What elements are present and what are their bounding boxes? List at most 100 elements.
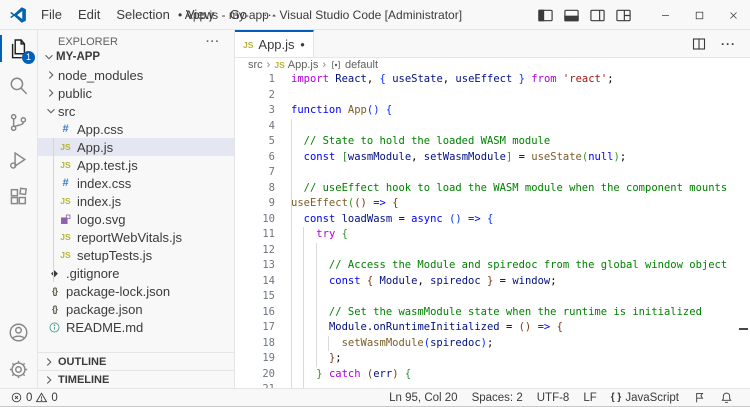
maximize-button[interactable] <box>682 0 716 30</box>
code-line[interactable]: 18 setWasmModule(spiredoc); <box>235 336 750 352</box>
customize-layout-icon[interactable] <box>615 7 632 24</box>
tree-item-readme-md[interactable]: README.md <box>38 318 234 336</box>
breadcrumb-default[interactable]: default <box>330 59 378 71</box>
code-line[interactable]: 12 <box>235 243 750 259</box>
code-line[interactable]: 14 const { Module, spiredoc } = window; <box>235 274 750 290</box>
tree-item-package-json[interactable]: {}package.json <box>38 300 234 318</box>
more-actions-icon[interactable]: ··· <box>721 36 736 51</box>
activity-settings[interactable] <box>0 351 37 388</box>
status-eol[interactable]: LF <box>576 389 603 407</box>
toggle-panel-icon[interactable] <box>563 7 580 24</box>
line-number[interactable]: 9 <box>268 197 275 209</box>
line-number[interactable]: 18 <box>262 336 275 349</box>
breadcrumb-src[interactable]: src <box>248 59 263 71</box>
code-line[interactable]: 4 <box>235 119 750 135</box>
line-number[interactable]: 20 <box>262 367 275 380</box>
code-line[interactable]: 19 }; <box>235 351 750 367</box>
tree-item-src[interactable]: src <box>38 102 234 120</box>
line-number[interactable]: 6 <box>268 150 275 163</box>
line-number[interactable]: 19 <box>262 352 275 364</box>
minimize-button[interactable] <box>648 0 682 30</box>
code-token <box>291 151 304 163</box>
line-number[interactable]: 16 <box>262 305 275 318</box>
menu-file[interactable]: File <box>41 6 62 22</box>
toggle-primary-sidebar-icon[interactable] <box>537 7 554 24</box>
code-line[interactable]: 6 const [wasmModule, setWasmModule] = us… <box>235 150 750 166</box>
line-number[interactable]: 13 <box>262 259 275 271</box>
menu-go[interactable]: Go <box>229 6 248 22</box>
code-line[interactable]: 2 <box>235 88 750 104</box>
split-editor-icon[interactable] <box>691 36 707 52</box>
line-number[interactable]: 17 <box>262 321 275 333</box>
tree-item-node-modules[interactable]: node_modules <box>38 66 234 84</box>
line-number[interactable]: 3 <box>268 104 275 116</box>
code-line[interactable]: 11 try { <box>235 227 750 243</box>
activity-extensions[interactable] <box>0 178 37 215</box>
code-line[interactable]: 17 Module.onRuntimeInitialized = () => { <box>235 320 750 336</box>
section-timeline[interactable]: TIMELINE <box>38 370 234 388</box>
section-outline[interactable]: OUTLINE <box>38 352 234 370</box>
code-line[interactable]: 7 <box>235 165 750 181</box>
code-line[interactable]: 13 // Access the Module and spiredoc fro… <box>235 258 750 274</box>
tree-item-gitignore[interactable]: ◆.gitignore <box>38 264 234 282</box>
status-label: LF <box>583 391 597 404</box>
modified-dot-icon[interactable]: ● <box>300 40 305 49</box>
line-number[interactable]: 14 <box>262 274 275 287</box>
menu-selection[interactable]: Selection <box>116 6 170 22</box>
code-line[interactable]: 5 // State to hold the loaded WASM modul… <box>235 134 750 150</box>
activity-run-debug[interactable] <box>0 141 37 178</box>
status-language-mode[interactable]: { }JavaScript <box>604 389 686 407</box>
menu-view[interactable]: View <box>185 6 214 22</box>
tree-item-app-css[interactable]: #App.css <box>38 120 234 138</box>
status-notifications[interactable] <box>713 389 740 407</box>
tree-item-package-lock-json[interactable]: {}package-lock.json <box>38 282 234 300</box>
activity-explorer[interactable]: 1 <box>0 30 37 67</box>
line-number[interactable]: 12 <box>262 243 275 256</box>
tree-item-logo-svg[interactable]: logo.svg <box>38 210 234 228</box>
tree-item-index-css[interactable]: #index.css <box>38 174 234 192</box>
tree-item-label: App.test.js <box>77 157 138 173</box>
line-number[interactable]: 5 <box>268 135 275 147</box>
toggle-secondary-sidebar-icon[interactable] <box>589 7 606 24</box>
menu-more[interactable]: ··· <box>263 6 277 22</box>
code-line[interactable]: 10 const loadWasm = async () => { <box>235 212 750 228</box>
code-line[interactable]: 20 } catch (err) { <box>235 367 750 383</box>
tree-root-my-app[interactable]: MY-APP <box>38 48 234 66</box>
tree-item-public[interactable]: public <box>38 84 234 102</box>
status-cursor-position[interactable]: Ln 95, Col 20 <box>382 389 464 407</box>
close-button[interactable] <box>716 0 750 30</box>
code-line[interactable]: 16 // Set the wasmModule state when the … <box>235 305 750 321</box>
status-encoding[interactable]: UTF-8 <box>530 389 577 407</box>
explorer-more-actions-button[interactable]: ··· <box>206 36 220 48</box>
menu-edit[interactable]: Edit <box>77 6 101 22</box>
line-number[interactable]: 15 <box>262 290 275 302</box>
line-number[interactable]: 7 <box>268 166 275 178</box>
line-number[interactable]: 2 <box>268 88 275 101</box>
line-number[interactable]: 8 <box>268 181 275 194</box>
line-number[interactable]: 21 <box>235 382 275 388</box>
code-line[interactable]: 15 <box>235 289 750 305</box>
status-indentation[interactable]: Spaces: 2 <box>465 389 530 407</box>
problems-status[interactable]: 0 0 <box>10 391 58 404</box>
line-number[interactable]: 10 <box>262 212 275 225</box>
activity-accounts[interactable] <box>0 314 37 351</box>
status-feedback[interactable] <box>686 389 713 407</box>
line-number[interactable]: 11 <box>262 228 275 240</box>
code-line[interactable]: 8 // useEffect hook to load the WASM mod… <box>235 181 750 197</box>
line-number[interactable]: 4 <box>268 119 275 132</box>
activity-source-control[interactable] <box>0 104 37 141</box>
activity-search[interactable] <box>0 67 37 104</box>
code-line[interactable]: 21 <box>235 382 750 388</box>
line-number[interactable]: 1 <box>268 73 275 85</box>
